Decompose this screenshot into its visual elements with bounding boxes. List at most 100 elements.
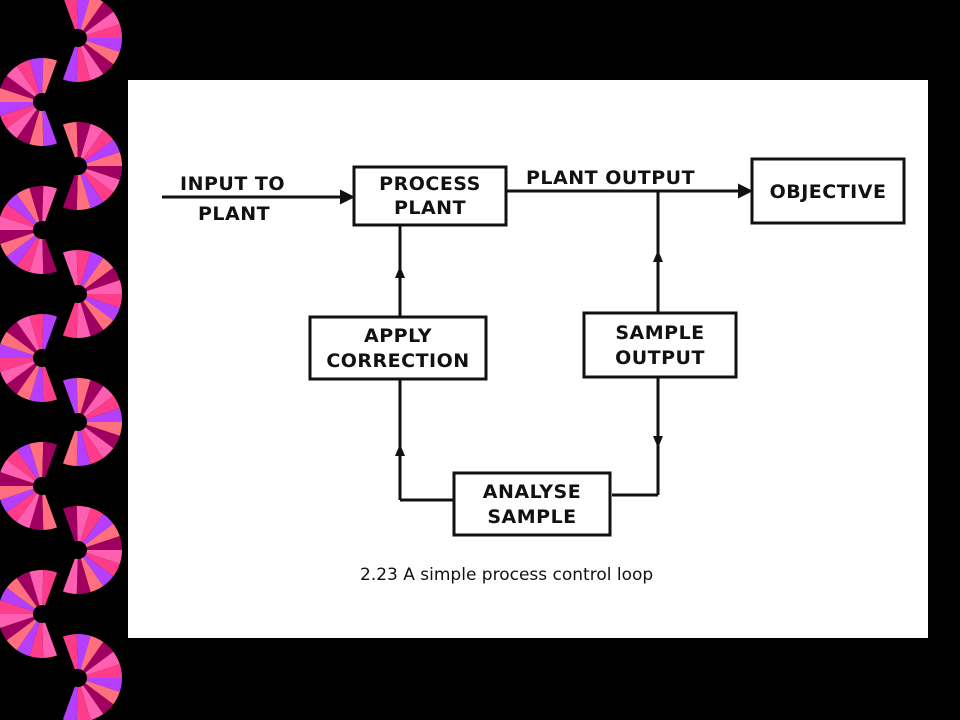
analyse-sample-line-1: ANALYSE (483, 481, 581, 503)
fan-segment (16, 230, 42, 273)
fan-segment (62, 122, 78, 166)
fan-hub (33, 477, 51, 495)
fan-segment (76, 250, 91, 294)
fan-segment (0, 459, 43, 486)
fan-segment (6, 102, 42, 139)
fan-segment (6, 577, 42, 614)
fan-segment (6, 321, 42, 358)
fan-segment (62, 506, 78, 550)
fan-segment (78, 1, 114, 39)
arrowhead-correction-up-upper (395, 266, 405, 278)
fan-segment (42, 614, 58, 658)
fan-segment (62, 678, 78, 720)
apply-correction-line-2: CORRECTION (326, 350, 469, 372)
fan-segment (6, 65, 42, 102)
fan-segment (78, 38, 114, 75)
fan-segment (76, 166, 91, 210)
fan-segment (76, 38, 91, 82)
node-apply-correction: APPLY CORRECTION (308, 315, 488, 381)
fan-segment (16, 102, 42, 145)
node-process-plant: PROCESS PLANT (352, 165, 508, 227)
fan-segment (78, 294, 104, 337)
fan-segment (0, 88, 42, 102)
fan-segment (29, 230, 44, 274)
fan-segment (29, 58, 44, 102)
fan-segment (0, 600, 42, 614)
fan-segment (78, 166, 104, 209)
fan-segment (0, 102, 42, 116)
fan-segment (29, 358, 44, 402)
fan-segment (0, 587, 43, 614)
fan-segment (42, 230, 58, 274)
fan-segment (76, 378, 91, 422)
fan-segment (78, 422, 122, 436)
fan-segment (76, 678, 91, 720)
fan-segment (42, 102, 58, 146)
fan-segment (0, 75, 43, 102)
fan-segment (78, 422, 114, 459)
fan-segment (6, 358, 42, 395)
fan-segment (29, 102, 44, 146)
fan-hub (69, 157, 87, 175)
analyse-sample-line-2: SAMPLE (487, 506, 576, 528)
fan-hub (33, 605, 51, 623)
fan-segment (76, 506, 91, 550)
fan-segment (16, 187, 42, 230)
fan-segment (16, 486, 42, 529)
fan-segment (78, 408, 122, 422)
fan-segment (16, 358, 42, 401)
sample-output-line-2: OUTPUT (615, 347, 705, 369)
fan-segment (76, 422, 91, 466)
process-plant-line-2: PLANT (394, 197, 466, 219)
apply-correction-line-1: APPLY (364, 325, 432, 347)
objective-label: OBJECTIVE (770, 181, 887, 203)
fan-segment (78, 651, 120, 678)
fan-segment (16, 59, 42, 102)
fan-segment (78, 38, 120, 65)
fan-segment (78, 664, 122, 678)
fan-segment (0, 230, 43, 257)
fan-segment (78, 536, 122, 550)
fan-segment (78, 139, 120, 166)
fan-segment (29, 614, 44, 658)
fan-segment (0, 472, 42, 486)
fan-segment (0, 614, 43, 641)
fan-segment (29, 570, 44, 614)
fan-segment (78, 678, 114, 715)
fan-segment (78, 678, 104, 720)
fan-segment (76, 633, 91, 678)
fan-segment (6, 614, 42, 651)
arrowhead-correction-up-lower (395, 444, 405, 456)
fan-segment (0, 344, 42, 358)
edge-label-input-to-line-1: INPUT TO (180, 173, 285, 195)
fan-segment (78, 123, 104, 166)
process-plant-line-1: PROCESS (379, 173, 481, 195)
fan-segment (78, 38, 104, 81)
fan-segment (78, 550, 120, 577)
fan-hub (69, 669, 87, 687)
fan-hub (33, 221, 51, 239)
fan-segment (78, 257, 114, 294)
fan-segment (78, 166, 122, 180)
fan-ornament (0, 570, 58, 658)
fan-segment (62, 378, 78, 422)
fan-segment (0, 614, 42, 628)
fan-ornament (62, 122, 122, 210)
fan-segment (0, 486, 42, 500)
fan-segment (78, 550, 104, 593)
fan-segment (78, 129, 114, 166)
fan-segment (78, 678, 122, 692)
fan-ornament (62, 0, 122, 82)
arrowhead-sample-down (653, 436, 663, 448)
fan-segment (78, 550, 122, 564)
fan-segment (76, 550, 91, 594)
fan-segment (78, 294, 122, 308)
fan-segment (62, 294, 78, 338)
fan-segment (0, 102, 43, 129)
fan-segment (29, 314, 44, 358)
fan-segment (78, 294, 120, 321)
fan-segment (62, 38, 78, 82)
fan-segment (78, 251, 104, 294)
fan-segment (78, 294, 114, 331)
fan-segment (78, 422, 104, 465)
